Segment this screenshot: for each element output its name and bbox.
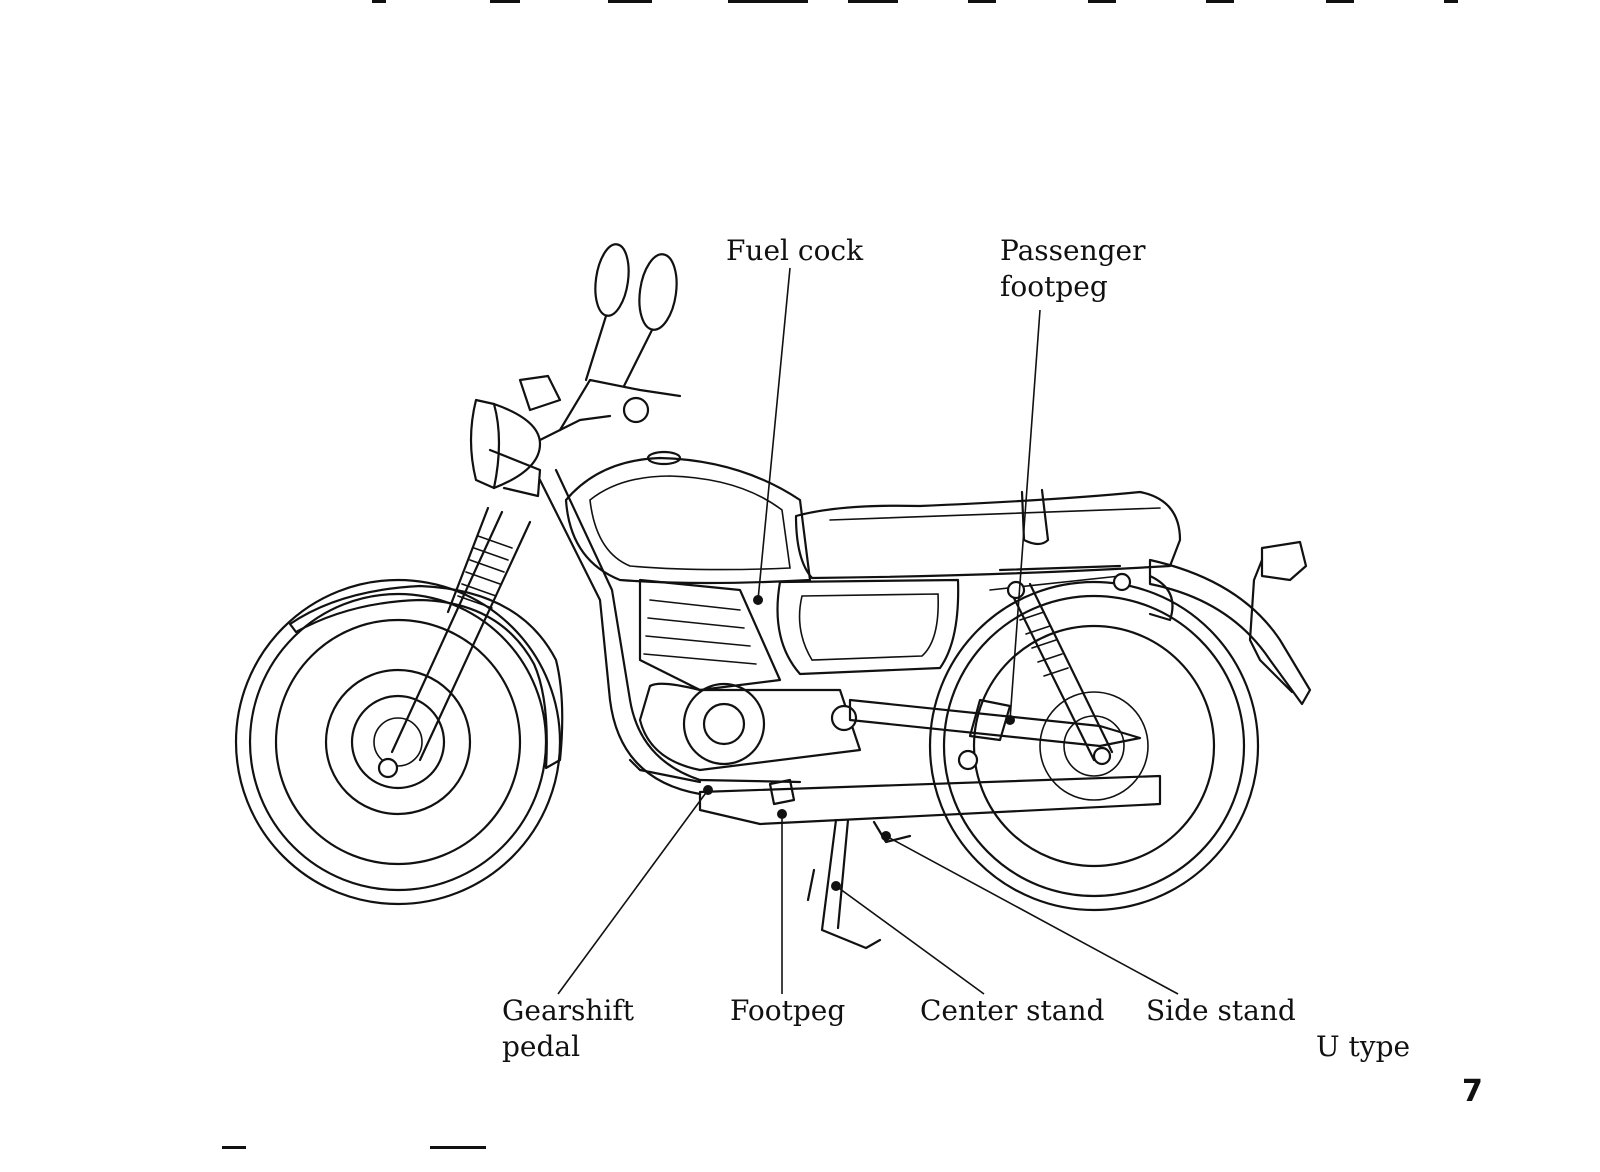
- handlebar: [518, 243, 682, 442]
- fuel-tank: [564, 450, 812, 585]
- gearshift-pedal-point: [703, 785, 713, 795]
- side-stand: [872, 820, 912, 844]
- page-mark: [1088, 0, 1116, 3]
- side-stand-leader: [885, 835, 1179, 995]
- page-mark: [1326, 0, 1354, 3]
- center-stand: [806, 818, 882, 950]
- gearshift-pedal-label-line2: pedal: [502, 1030, 581, 1063]
- side-stand-point: [881, 831, 891, 841]
- front-wheel: [234, 578, 562, 906]
- side-cover: [776, 578, 960, 676]
- gearshift-pedal-label-line1: Gearshift: [502, 994, 634, 1027]
- fuel-cock-leader: [757, 267, 791, 601]
- fuel-cock-point: [753, 595, 763, 605]
- footpeg-label: Footpeg: [730, 994, 846, 1027]
- page-mark: [490, 0, 520, 3]
- center-stand-point: [831, 881, 841, 891]
- model-type-label: U type: [1316, 1030, 1411, 1063]
- page-mark: [608, 0, 652, 3]
- tail-light: [1260, 540, 1308, 582]
- front-fender: [288, 584, 564, 770]
- page-mark: [1444, 0, 1458, 3]
- page-mark: [430, 1146, 486, 1149]
- page-number: 7: [1462, 1074, 1483, 1109]
- front-forks: [390, 506, 532, 762]
- center-stand-label: Center stand: [920, 994, 1105, 1027]
- page-mark: [968, 0, 996, 3]
- page-mark: [372, 0, 386, 3]
- footpeg-point: [777, 809, 787, 819]
- page-mark: [1206, 0, 1234, 3]
- page-mark: [848, 0, 898, 3]
- passenger-footpeg-point: [1005, 715, 1015, 725]
- rear-wheel: [928, 580, 1260, 912]
- rear-fender: [1148, 558, 1312, 706]
- motorcycle-illustration: [234, 243, 1312, 950]
- rear-shock: [1006, 580, 1114, 766]
- page-mark: [222, 1146, 246, 1149]
- passenger-footpeg-label-line1: Passenger: [1000, 234, 1146, 267]
- seat: [794, 488, 1182, 580]
- fuel-cock-label: Fuel cock: [726, 234, 864, 267]
- muffler: [698, 774, 1162, 826]
- swing-arm: [848, 698, 1142, 748]
- gearshift-pedal-leader: [557, 789, 709, 995]
- center-stand-leader: [835, 885, 985, 995]
- leader-lines: [557, 267, 1179, 995]
- engine: [638, 578, 862, 772]
- passenger-footpeg-leader: [1009, 309, 1041, 721]
- side-stand-label: Side stand: [1146, 994, 1296, 1027]
- page-mark: [728, 0, 808, 3]
- headlight: [469, 398, 542, 498]
- passenger-footpeg-label-line2: footpeg: [1000, 270, 1108, 303]
